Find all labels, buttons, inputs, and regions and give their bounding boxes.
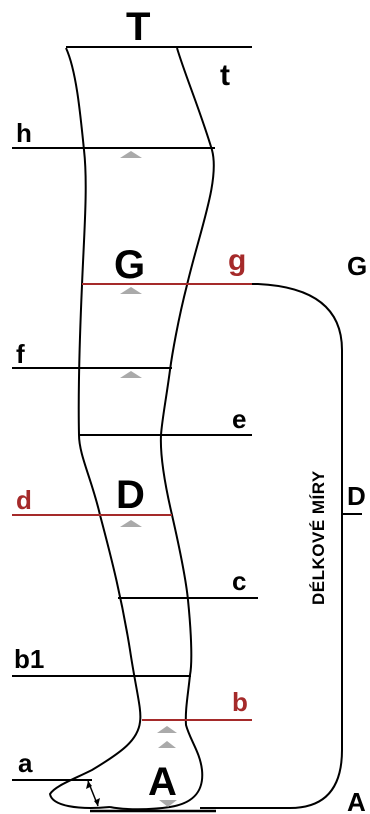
label-f: f (16, 339, 25, 369)
length-bracket (200, 283, 343, 809)
marker-triangle-a-down (159, 800, 177, 807)
label-D-leg: D (116, 473, 145, 517)
label-c: c (232, 566, 246, 596)
marker-triangle-h (120, 151, 142, 158)
leg-back-outline (48, 47, 142, 809)
label-b1: b1 (14, 644, 44, 674)
ankle-arrow-top (86, 781, 92, 789)
label-T: T (126, 5, 150, 49)
label-h: h (16, 118, 32, 148)
marker-triangle-g (120, 287, 142, 294)
label-e: e (232, 404, 246, 434)
label-G-side: G (347, 251, 367, 281)
label-a: a (18, 748, 33, 778)
label-D-side: D (347, 481, 366, 511)
label-g: g (228, 244, 246, 277)
label-A-leg: A (148, 760, 177, 804)
label-d: d (16, 485, 32, 515)
marker-triangle-f (120, 371, 142, 378)
ankle-arrow-bottom (94, 798, 100, 806)
marker-triangle-a-up (158, 741, 176, 748)
label-b: b (232, 687, 248, 717)
label-vertical-length: DÉLKOVÉ MÍRY (309, 470, 328, 605)
label-A-side: A (347, 787, 366, 814)
marker-triangle-d (120, 520, 142, 527)
label-t: t (220, 59, 230, 92)
marker-triangle-b (157, 726, 177, 733)
leg-front-outline (109, 47, 215, 811)
label-G-leg: G (114, 243, 145, 287)
